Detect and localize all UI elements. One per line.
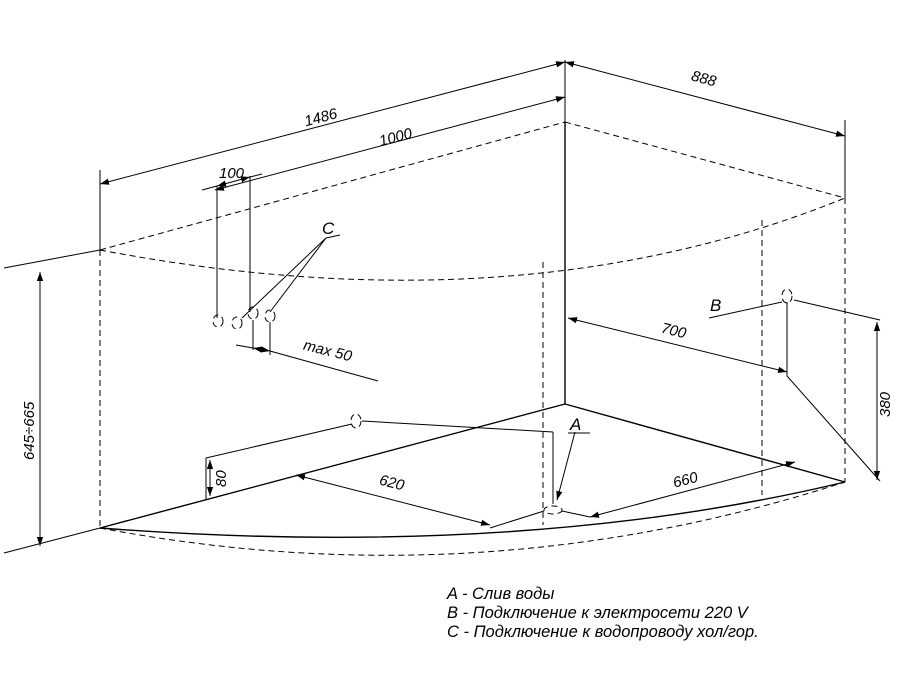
- legend-item-c: C - Подключение к водопроводу хол/гор.: [447, 623, 759, 641]
- tub-solid-edges: [99, 122, 846, 539]
- label-socket-offset: 700: [659, 320, 688, 343]
- socket-icon: [781, 288, 793, 304]
- pipe-connection-icon: [264, 309, 276, 323]
- label-height: 645÷665: [21, 401, 38, 460]
- label-drain-x: 620: [377, 472, 406, 495]
- electrical-connection: 380 700 B: [567, 288, 894, 482]
- label-mixer-spacing: 100: [219, 165, 245, 182]
- pipe-connection-icon: [247, 306, 259, 320]
- label-socket-height: 380: [877, 391, 894, 417]
- label-length-inner: 1000: [377, 125, 414, 150]
- label-length-total: 1486: [303, 105, 340, 130]
- drain-connection: 80 A 620 660: [205, 413, 796, 529]
- pipe-connection-icon: [231, 316, 243, 330]
- inlet-icon: [350, 413, 362, 429]
- dim-height: 645÷665: [3, 249, 101, 554]
- label-width: 888: [689, 68, 718, 91]
- pipe-connection-icon: [212, 314, 224, 328]
- label-mixer-offset: max 50: [302, 337, 354, 366]
- drain-icon: [543, 505, 563, 515]
- marker-c: C: [322, 219, 335, 238]
- dim-length-inner: 1000: [214, 96, 566, 191]
- legend: A - Слив воды B - Подключение к электрос…: [447, 585, 759, 642]
- legend-item-b: B - Подключение к электросети 220 V: [447, 604, 748, 622]
- marker-b: B: [710, 296, 721, 315]
- mixer-connections: 100 C max 50: [201, 165, 379, 382]
- label-inlet-height: 80: [213, 470, 230, 487]
- legend-item-a: A - Слив воды: [447, 585, 555, 603]
- dim-width: 888: [564, 61, 846, 198]
- marker-a: A: [569, 415, 581, 434]
- label-drain-y: 660: [671, 469, 700, 492]
